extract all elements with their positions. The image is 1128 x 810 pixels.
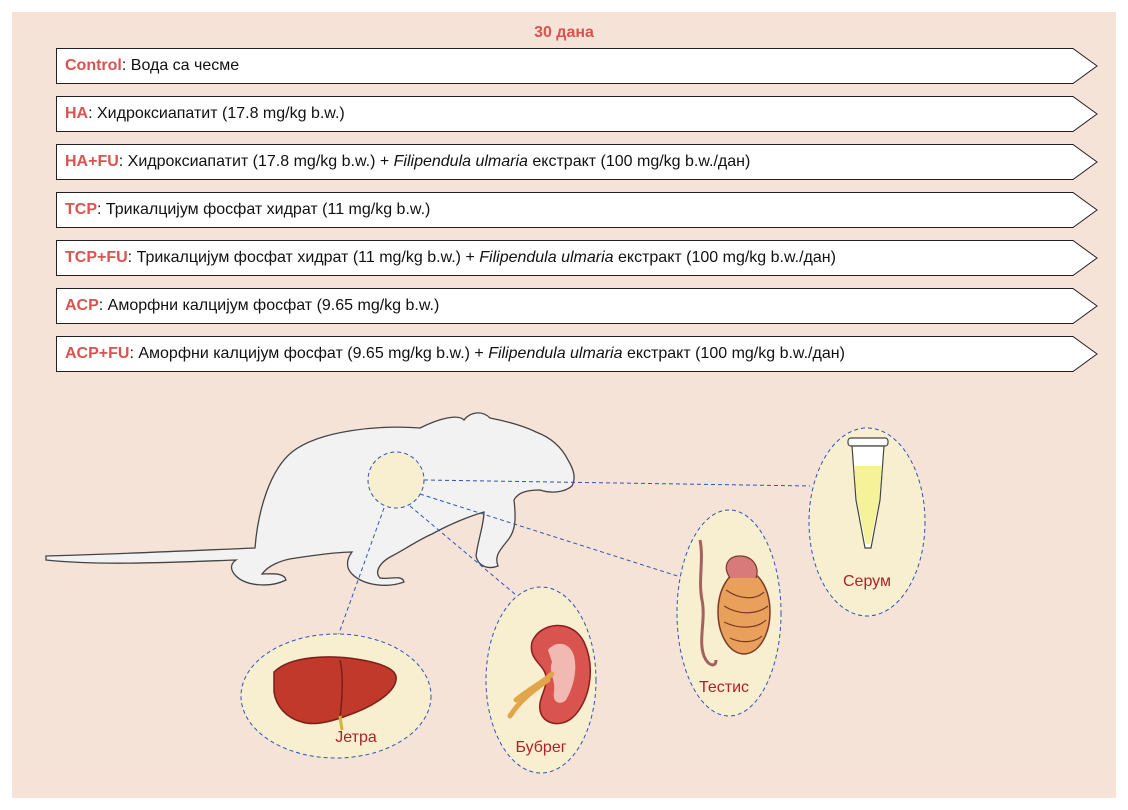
testis-node: Тестис [677, 510, 781, 716]
liver-label: Јетра [335, 729, 377, 746]
kidney-node: Бубрег [486, 587, 596, 773]
liver-node: Јетра [241, 634, 431, 758]
connector-testis [420, 494, 690, 580]
organ-origin-circle [368, 452, 424, 508]
testis-label: Тестис [699, 679, 749, 696]
serum-label: Серум [843, 573, 891, 590]
kidney-label: Бубрег [515, 739, 566, 756]
rat-icon [46, 413, 574, 585]
serum-node: Серум [809, 428, 925, 616]
